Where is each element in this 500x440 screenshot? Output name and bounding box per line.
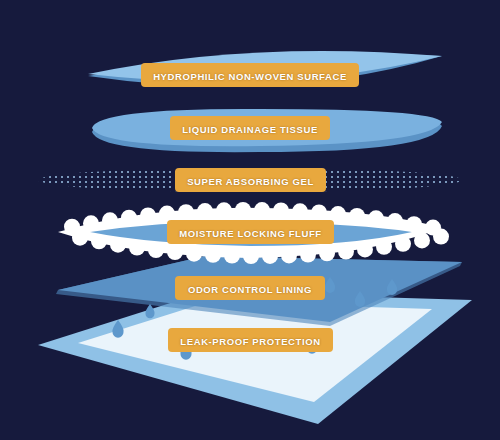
- layer-label: LIQUID DRAINAGE TISSUE: [170, 116, 330, 140]
- layer-label: LEAK-PROOF PROTECTION: [168, 328, 333, 352]
- layer-name: HYDROPHILIC NON-WOVEN SURFACE: [153, 71, 347, 82]
- drainage-tissue-sheet: [92, 109, 442, 152]
- layer-name: MOISTURE LOCKING FLUFF: [179, 228, 322, 239]
- layer-name: LEAK-PROOF PROTECTION: [180, 336, 320, 347]
- layer-name: SUPER ABSORBING GEL: [187, 176, 314, 187]
- layer-label: HYDROPHILIC NON-WOVEN SURFACE: [141, 63, 359, 87]
- layer-label: ODOR CONTROL LINING: [175, 276, 325, 300]
- non-woven-surface-sheet: [88, 51, 442, 86]
- gel-granules: [38, 168, 462, 192]
- layer-label: SUPER ABSORBING GEL: [175, 168, 326, 192]
- layer-name: LIQUID DRAINAGE TISSUE: [182, 124, 318, 135]
- odor-control-sheet: [56, 256, 462, 326]
- liquid-drops: [112, 277, 397, 360]
- layer-label: MOISTURE LOCKING FLUFF: [167, 220, 334, 244]
- layer-name: ODOR CONTROL LINING: [188, 284, 312, 295]
- moisture-fluff: [58, 202, 449, 264]
